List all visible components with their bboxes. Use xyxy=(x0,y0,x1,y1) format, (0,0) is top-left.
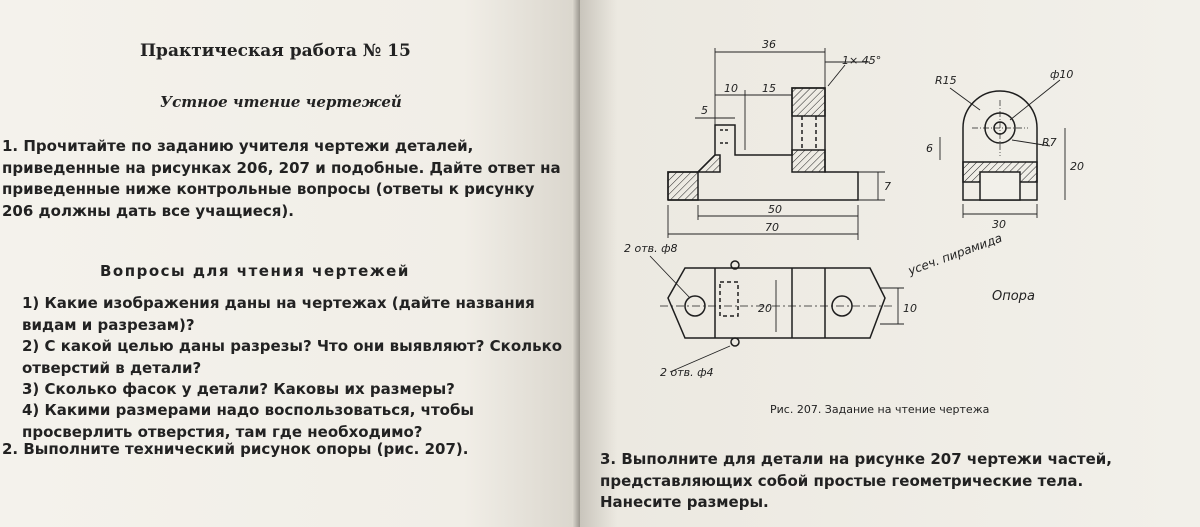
dim-chamfer: 1× 45° xyxy=(842,54,881,67)
part-name: Опора xyxy=(992,289,1035,304)
dim-holes-4: 2 отв. ф4 xyxy=(660,366,714,379)
top-view xyxy=(660,260,892,347)
side-view-dimensions xyxy=(939,79,1066,218)
practical-work-subtitle: Устное чтение чертежей xyxy=(160,93,402,111)
handwritten-note: усеч. пирамида xyxy=(905,231,1004,278)
dim-5: 5 xyxy=(701,104,708,117)
dim-10-top: 10 xyxy=(903,302,917,315)
dim-holes-8: 2 отв. ф8 xyxy=(624,242,678,255)
technical-drawing-figure-207: 36 1× 45° 10 15 5 7 50 70 R15 ф10 xyxy=(624,38,1084,379)
dim-phi10: ф10 xyxy=(1050,68,1073,81)
front-view-dimensions xyxy=(667,48,885,240)
dim-6: 6 xyxy=(926,142,933,155)
question-4: 4) Какими размерами надо воспользоваться… xyxy=(22,401,474,441)
dim-50: 50 xyxy=(768,203,782,216)
question-2: 2) С какой целью даны разрезы? Что они в… xyxy=(22,337,563,377)
dim-r7: R7 xyxy=(1042,136,1057,149)
right-page: 36 1× 45° 10 15 5 7 50 70 R15 ф10 xyxy=(580,0,1200,527)
left-page: Практическая работа № 15 Устное чтение ч… xyxy=(0,0,580,527)
question-3: 3) Сколько фасок у детали? Каковы их раз… xyxy=(22,380,455,398)
dim-10: 10 xyxy=(724,82,738,95)
task-2: 2. Выполните технический рисунок опоры (… xyxy=(2,440,469,458)
dim-30: 30 xyxy=(992,218,1006,231)
question-1: 1) Какие изображения даны на чертежах (д… xyxy=(22,294,535,334)
dim-36: 36 xyxy=(762,38,776,51)
dim-r15: R15 xyxy=(935,74,957,87)
task-1: 1. Прочитайте по заданию учителя чертежи… xyxy=(2,137,561,220)
side-view xyxy=(962,90,1038,201)
dim-7: 7 xyxy=(884,180,891,193)
top-view-dimensions xyxy=(649,255,904,373)
questions-title: Вопросы для чтения чертежей xyxy=(100,262,410,280)
dim-70: 70 xyxy=(765,221,779,234)
practical-work-title: Практическая работа № 15 xyxy=(140,41,411,61)
task-3: 3. Выполните для детали на рисунке 207 ч… xyxy=(600,450,1112,511)
front-view xyxy=(667,87,859,201)
dim-15: 15 xyxy=(762,82,776,95)
figure-caption: Рис. 207. Задание на чтение чертежа xyxy=(770,403,990,416)
dim-20: 20 xyxy=(1070,160,1084,173)
dim-20-top: 20 xyxy=(758,302,772,315)
